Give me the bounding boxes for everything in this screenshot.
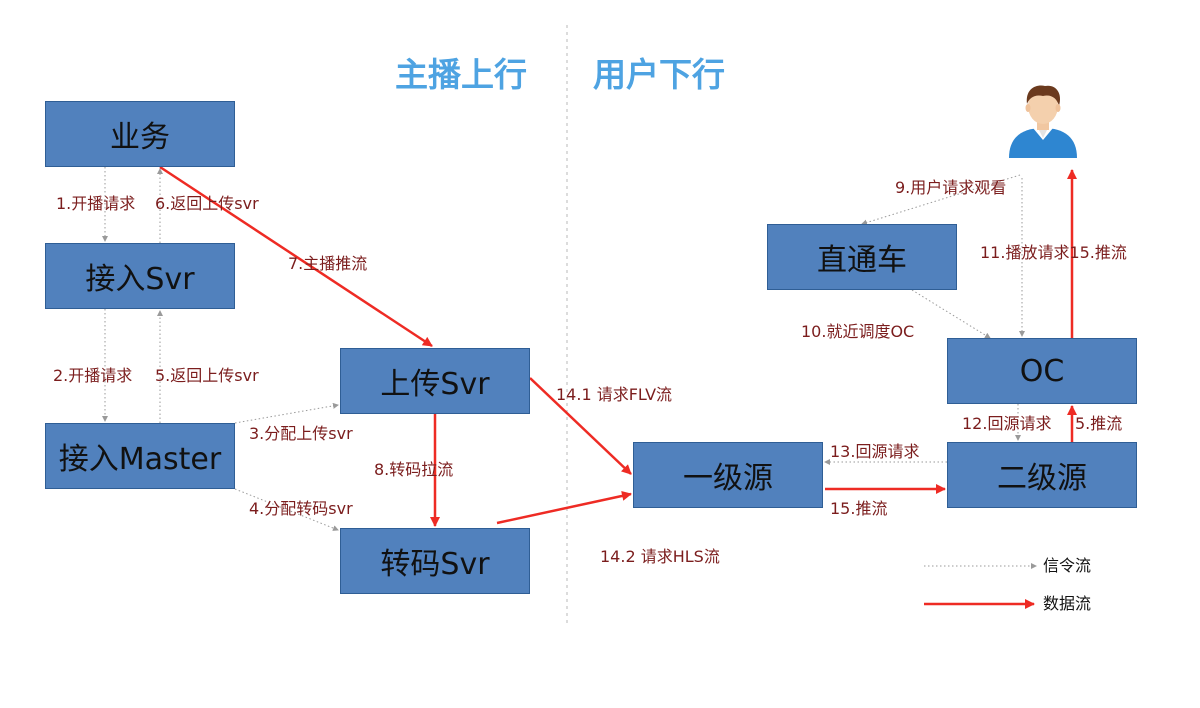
node-access-svr: 接入Svr bbox=[45, 243, 235, 309]
label-6-return-upload: 6.返回上传svr bbox=[155, 194, 259, 213]
legend-signal-label: 信令流 bbox=[1043, 556, 1092, 575]
signal-lines bbox=[102, 167, 1025, 531]
label-9-user-watch: 9.用户请求观看 bbox=[895, 178, 1007, 197]
label-4-assign-transcode: 4.分配转码svr bbox=[249, 499, 353, 518]
node-level2-origin: 二级源 bbox=[947, 442, 1137, 508]
node-level1-origin: 一级源 bbox=[633, 442, 823, 508]
label-2-start-request: 2.开播请求 bbox=[53, 366, 133, 385]
title-user-downstream: 用户下行 bbox=[593, 55, 725, 94]
legend-data-label: 数据流 bbox=[1043, 594, 1092, 613]
data-14-1-flv bbox=[529, 377, 632, 475]
signal-4-assign-transcode bbox=[234, 488, 339, 531]
label-12-origin-request: 12.回源请求 bbox=[962, 414, 1052, 433]
signal-3-assign-upload bbox=[234, 402, 339, 424]
node-access-master: 接入Master bbox=[45, 423, 235, 489]
title-anchor-upstream: 主播上行 bbox=[395, 55, 527, 94]
label-11-play-request: 11.播放请求15.推流 bbox=[980, 243, 1127, 262]
label-10-nearest-oc: 10.就近调度OC bbox=[801, 322, 915, 341]
label-5-return-upload: 5.返回上传svr bbox=[155, 366, 259, 385]
label-3-assign-upload: 3.分配上传svr bbox=[249, 424, 353, 443]
node-business: 业务 bbox=[45, 101, 235, 167]
label-15-push: 15.推流 bbox=[830, 499, 888, 518]
data-arrows bbox=[159, 165, 1077, 527]
data-7-anchor-push bbox=[159, 165, 433, 348]
node-oc: OC bbox=[947, 338, 1137, 404]
label-7-anchor-push: 7.主播推流 bbox=[288, 254, 368, 273]
node-upload-svr: 上传Svr bbox=[340, 348, 530, 414]
signal-10-nearest-oc bbox=[911, 289, 991, 339]
label-5-push-oc: 5.推流 bbox=[1075, 414, 1123, 433]
node-direct-route: 直通车 bbox=[767, 224, 957, 290]
label-1-start-request: 1.开播请求 bbox=[56, 194, 136, 213]
data-14-2-hls bbox=[496, 491, 632, 525]
label-14-2-hls: 14.2 请求HLS流 bbox=[600, 547, 720, 566]
label-13-origin-request: 13.回源请求 bbox=[830, 442, 920, 461]
label-8-transcode-pull: 8.转码拉流 bbox=[374, 460, 454, 479]
user-avatar-icon bbox=[1009, 85, 1077, 158]
label-14-1-flv: 14.1 请求FLV流 bbox=[556, 385, 673, 404]
node-transcode-svr: 转码Svr bbox=[340, 528, 530, 594]
